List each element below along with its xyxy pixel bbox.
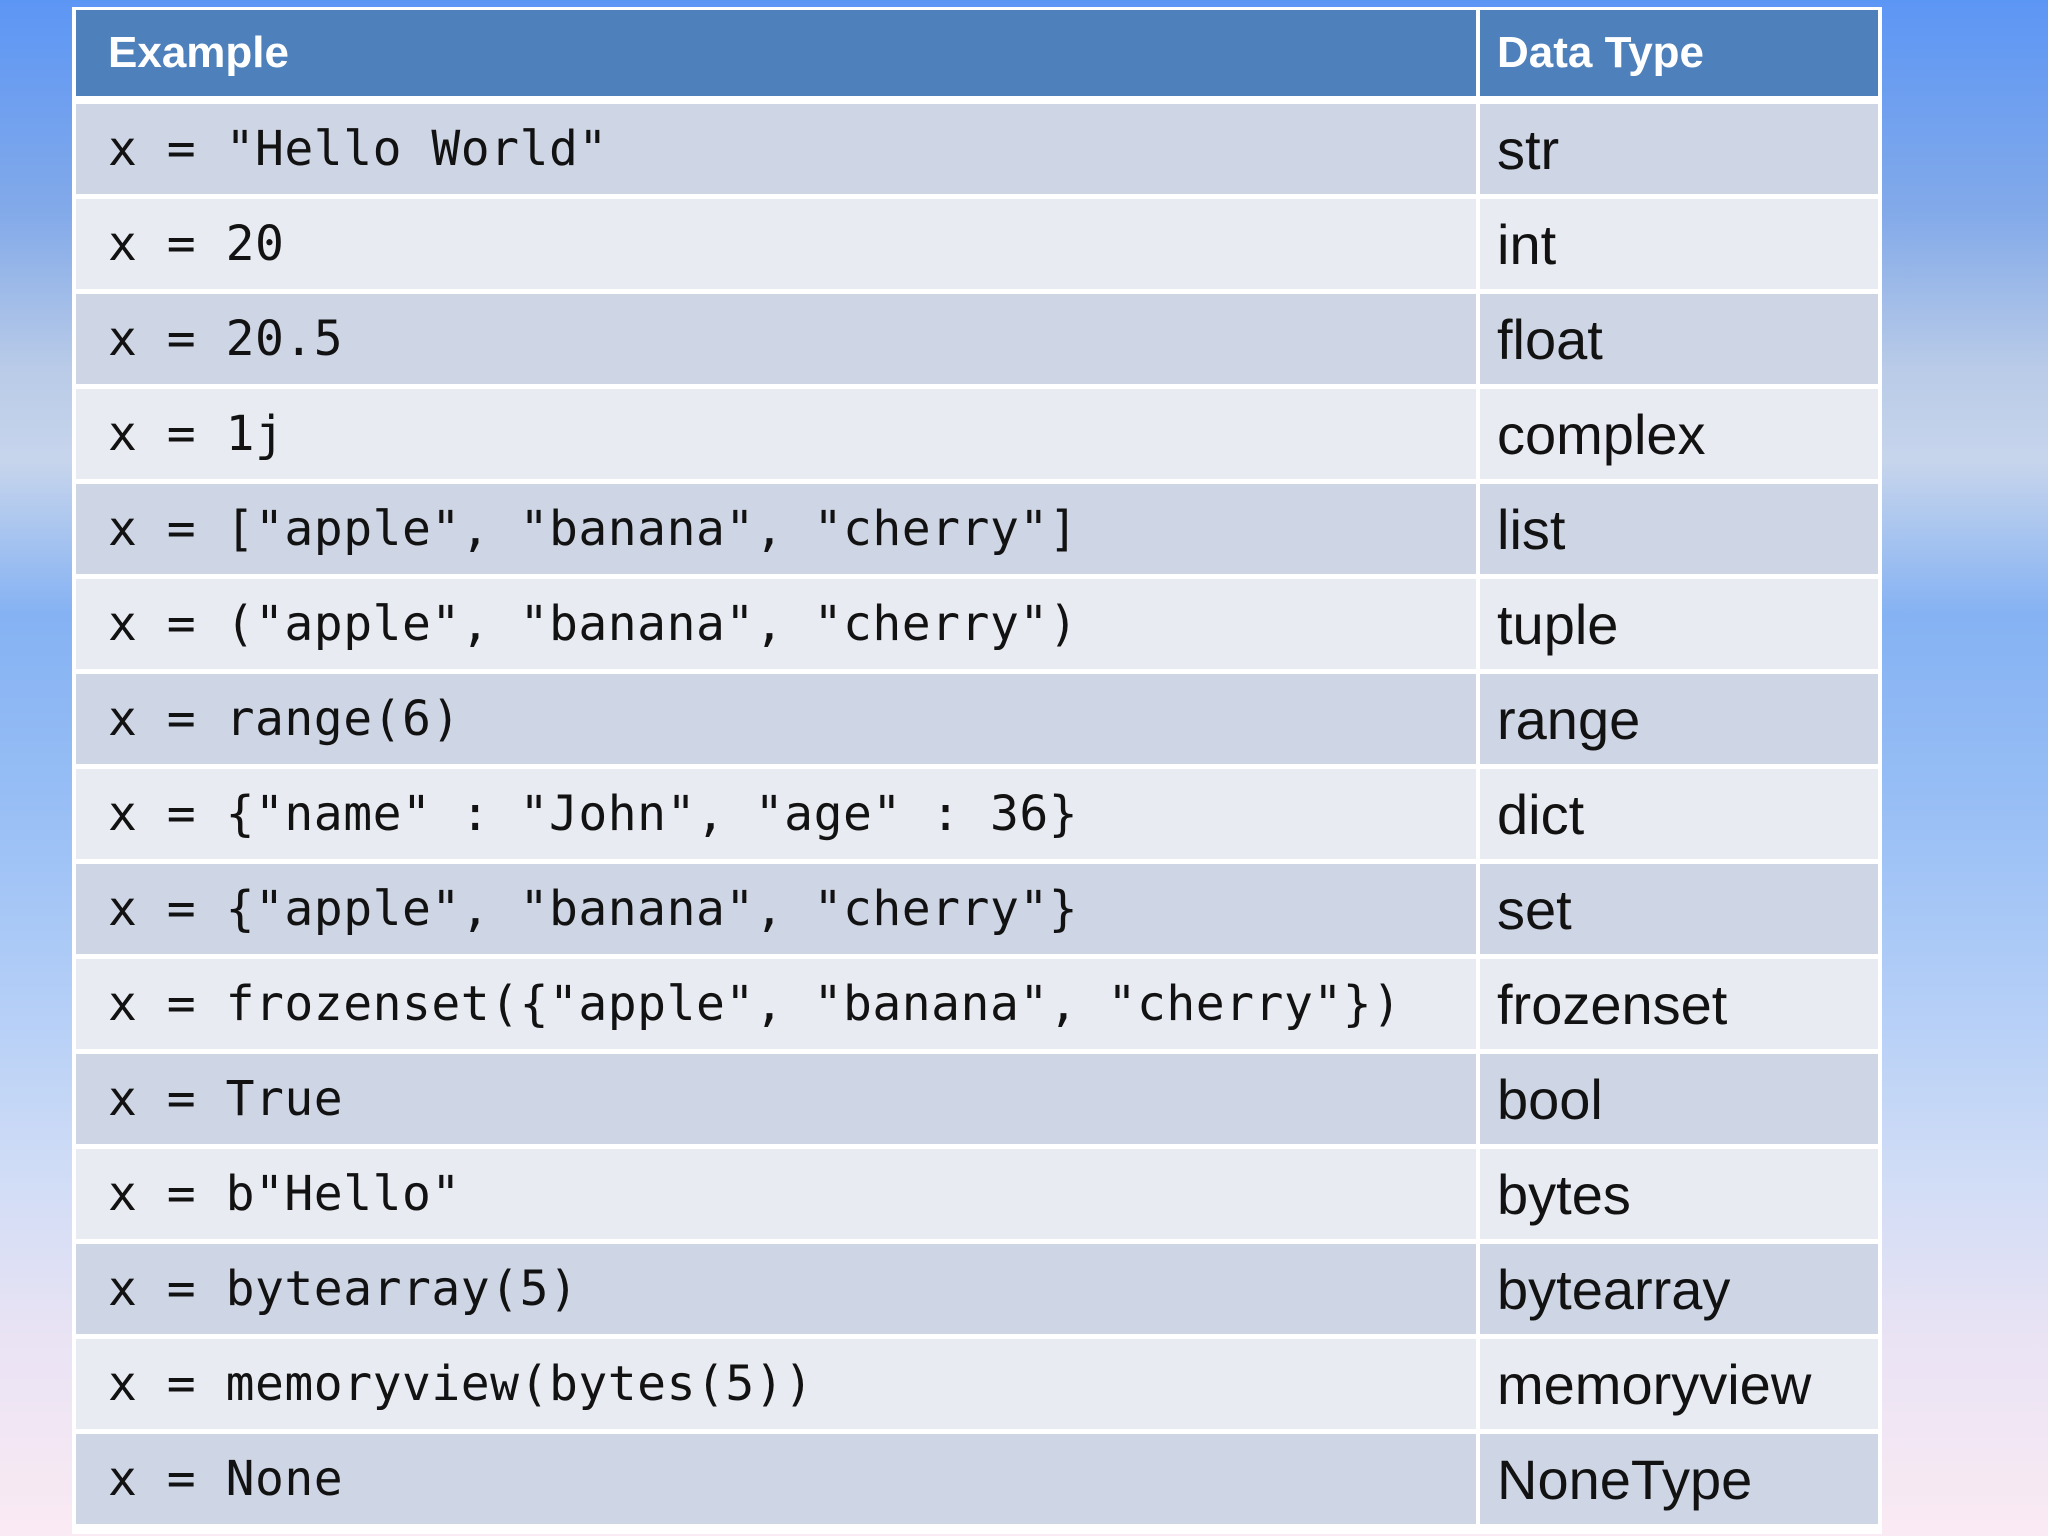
data-type-cell: bytes [1480, 1149, 1878, 1239]
example-cell: x = 20.5 [76, 294, 1476, 384]
data-types-table: Example Data Type x = "Hello World" str … [72, 7, 1882, 1534]
data-type-cell: tuple [1480, 579, 1878, 669]
example-cell: x = ["apple", "banana", "cherry"] [76, 484, 1476, 574]
table-row: x = "Hello World" str [76, 104, 1878, 194]
example-cell: x = 1j [76, 389, 1476, 479]
header-cell-data-type: Data Type [1480, 10, 1878, 96]
data-type-cell: frozenset [1480, 959, 1878, 1049]
data-type-cell: set [1480, 864, 1878, 954]
data-type-cell: NoneType [1480, 1434, 1878, 1524]
example-cell: x = "Hello World" [76, 104, 1476, 194]
data-type-cell: list [1480, 484, 1878, 574]
example-cell: x = None [76, 1434, 1476, 1524]
table-row: x = {"name" : "John", "age" : 36} dict [76, 769, 1878, 859]
example-cell: x = range(6) [76, 674, 1476, 764]
example-cell: x = ("apple", "banana", "cherry") [76, 579, 1476, 669]
example-cell: x = bytearray(5) [76, 1244, 1476, 1334]
table-row: x = 20.5 float [76, 294, 1878, 384]
table-row: x = None NoneType [76, 1434, 1878, 1524]
example-cell: x = {"name" : "John", "age" : 36} [76, 769, 1476, 859]
data-type-cell: str [1480, 104, 1878, 194]
example-cell: x = memoryview(bytes(5)) [76, 1339, 1476, 1429]
example-cell: x = {"apple", "banana", "cherry"} [76, 864, 1476, 954]
data-type-cell: memoryview [1480, 1339, 1878, 1429]
data-type-cell: bool [1480, 1054, 1878, 1144]
header-cell-example: Example [76, 10, 1476, 96]
example-cell: x = frozenset({"apple", "banana", "cherr… [76, 959, 1476, 1049]
table-row: x = 1j complex [76, 389, 1878, 479]
table-row: x = range(6) range [76, 674, 1878, 764]
data-type-cell: float [1480, 294, 1878, 384]
data-type-cell: range [1480, 674, 1878, 764]
table-header-row: Example Data Type [76, 10, 1878, 96]
table-row: x = frozenset({"apple", "banana", "cherr… [76, 959, 1878, 1049]
table-row: x = 20 int [76, 199, 1878, 289]
table-row: x = bytearray(5) bytearray [76, 1244, 1878, 1334]
data-type-cell: complex [1480, 389, 1878, 479]
table-row: x = {"apple", "banana", "cherry"} set [76, 864, 1878, 954]
example-cell: x = b"Hello" [76, 1149, 1476, 1239]
table-row: x = b"Hello" bytes [76, 1149, 1878, 1239]
example-cell: x = True [76, 1054, 1476, 1144]
example-cell: x = 20 [76, 199, 1476, 289]
data-type-cell: bytearray [1480, 1244, 1878, 1334]
table-row: x = ["apple", "banana", "cherry"] list [76, 484, 1878, 574]
table-row: x = True bool [76, 1054, 1878, 1144]
data-type-cell: int [1480, 199, 1878, 289]
data-type-cell: dict [1480, 769, 1878, 859]
table-row: x = ("apple", "banana", "cherry") tuple [76, 579, 1878, 669]
table-row: x = memoryview(bytes(5)) memoryview [76, 1339, 1878, 1429]
